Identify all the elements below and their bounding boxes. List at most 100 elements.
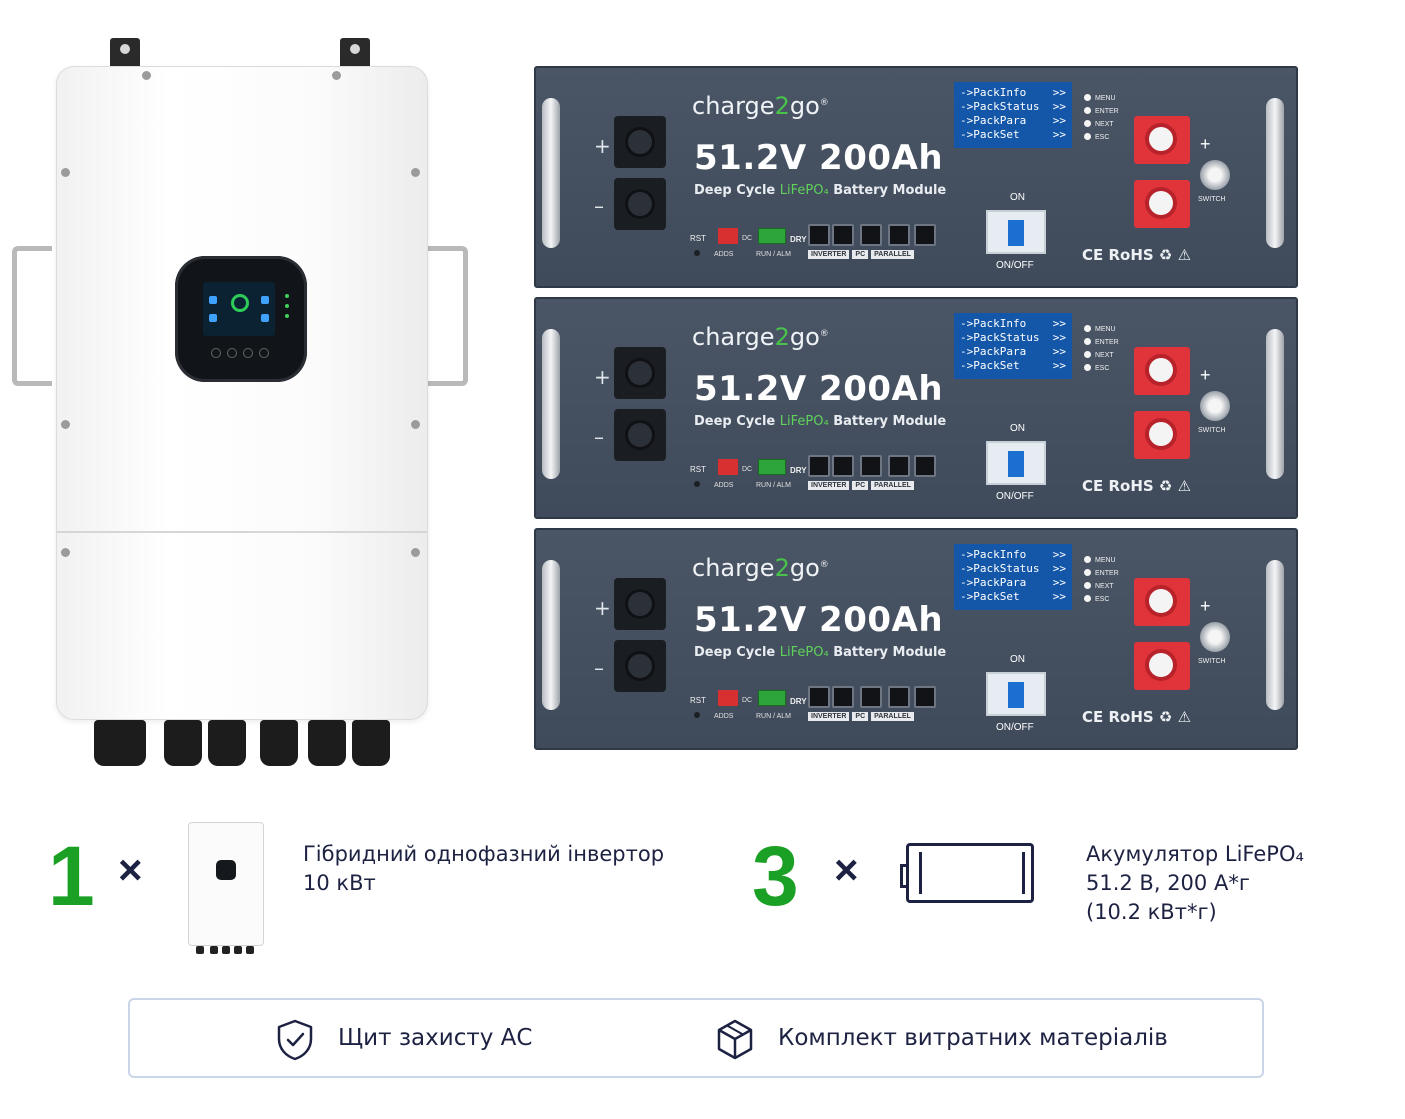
battery-module-1: + – charge2go® 51.2V 200Ah Deep Cycle Li… bbox=[534, 66, 1298, 288]
battery-handle bbox=[1266, 560, 1284, 710]
screw bbox=[142, 71, 151, 80]
battery-subtitle: Deep Cycle LiFePO₄ Battery Module bbox=[694, 645, 947, 660]
circuit-breaker bbox=[986, 441, 1046, 485]
box-package-icon bbox=[717, 1019, 753, 1060]
negative-terminal-label: + bbox=[594, 365, 611, 389]
screw bbox=[61, 168, 70, 177]
terminal-connector bbox=[614, 116, 666, 168]
terminal-connector bbox=[614, 347, 666, 399]
negative-terminal-label: – bbox=[594, 425, 604, 449]
battery-lcd-menu: ->PackInfo >> ->PackStatus >> ->PackPara… bbox=[954, 82, 1072, 148]
positive-label: + bbox=[1200, 596, 1211, 616]
address-dip-switch bbox=[718, 228, 738, 244]
screw bbox=[61, 420, 70, 429]
circuit-breaker bbox=[986, 210, 1046, 254]
comm-ports bbox=[808, 686, 944, 712]
reset-button bbox=[694, 481, 700, 487]
battery-capacity: 51.2V 200Ah bbox=[694, 138, 944, 178]
battery-thumbnail-icon bbox=[900, 843, 1034, 903]
inverter-body bbox=[56, 66, 428, 720]
screw bbox=[332, 71, 341, 80]
screw bbox=[411, 420, 420, 429]
battery-lcd-menu: ->PackInfo >> ->PackStatus >> ->PackPara… bbox=[954, 544, 1072, 610]
protection-label: Щит захисту АС bbox=[338, 1025, 533, 1051]
inverter-lcd bbox=[203, 282, 275, 336]
inverter-display-panel bbox=[175, 256, 307, 382]
on-label: ON bbox=[1010, 423, 1025, 434]
power-switch-button bbox=[1200, 160, 1230, 190]
rst-label: RST bbox=[690, 465, 706, 474]
battery-handle bbox=[1266, 329, 1284, 479]
address-dip-switch bbox=[718, 459, 738, 475]
dry-label: DRY bbox=[790, 235, 807, 244]
positive-terminal bbox=[1134, 180, 1190, 228]
inverter-description: Гібридний однофазний інвертор 10 кВт bbox=[303, 842, 665, 895]
positive-label: + bbox=[1200, 134, 1211, 154]
positive-terminal bbox=[1134, 347, 1190, 395]
battery-description: Акумулятор LiFePO₄ 51.2 В, 200 А*г (10.2… bbox=[1086, 842, 1304, 924]
dry-contact-port bbox=[758, 690, 786, 706]
negative-terminal-label: + bbox=[594, 596, 611, 620]
inverter-handle-right bbox=[428, 246, 468, 386]
battery-subtitle: Deep Cycle LiFePO₄ Battery Module bbox=[694, 183, 947, 198]
negative-terminal-label: + bbox=[594, 134, 611, 158]
run-alm-label: RUN / ALM bbox=[756, 482, 792, 489]
inverter-cover-split bbox=[56, 531, 428, 533]
terminal-connector bbox=[614, 178, 666, 230]
rst-label: RST bbox=[690, 696, 706, 705]
switch-label: SWITCH bbox=[1198, 196, 1226, 203]
terminal-connector bbox=[614, 409, 666, 461]
battery-capacity: 51.2V 200Ah bbox=[694, 369, 944, 409]
power-switch-button bbox=[1200, 622, 1230, 652]
certification-marks: CE RoHS ♻ ⚠ bbox=[1082, 246, 1192, 264]
extras-box: Щит захисту АС Комплект витратних матері… bbox=[128, 998, 1264, 1078]
dc-label: DC bbox=[742, 466, 753, 473]
dry-label: DRY bbox=[790, 697, 807, 706]
dc-label: DC bbox=[742, 235, 753, 242]
terminal-connector bbox=[614, 640, 666, 692]
comm-ports bbox=[808, 224, 944, 250]
inverter-handle-left bbox=[12, 246, 52, 386]
onoff-label: ON/OFF bbox=[996, 722, 1034, 733]
positive-label: + bbox=[1200, 365, 1211, 385]
comm-ports bbox=[808, 455, 944, 481]
battery-module-2: + – charge2go® 51.2V 200Ah Deep Cycle Li… bbox=[534, 297, 1298, 519]
brand-logo: charge2go® bbox=[692, 92, 829, 120]
certification-marks: CE RoHS ♻ ⚠ bbox=[1082, 708, 1192, 726]
multiply-icon: × bbox=[834, 846, 859, 893]
battery-handle bbox=[542, 560, 560, 710]
brand-logo: charge2go® bbox=[692, 323, 829, 351]
battery-quantity: 3 bbox=[752, 829, 799, 923]
address-label: ADDS bbox=[714, 251, 734, 258]
dry-contact-port bbox=[758, 459, 786, 475]
onoff-label: ON/OFF bbox=[996, 491, 1034, 502]
positive-terminal bbox=[1134, 411, 1190, 459]
positive-terminal bbox=[1134, 578, 1190, 626]
run-alm-label: RUN / ALM bbox=[756, 713, 792, 720]
address-dip-switch bbox=[718, 690, 738, 706]
dry-contact-port bbox=[758, 228, 786, 244]
negative-terminal-label: – bbox=[594, 656, 604, 680]
negative-terminal-label: – bbox=[594, 194, 604, 218]
reset-button bbox=[694, 712, 700, 718]
multiply-icon: × bbox=[118, 846, 143, 893]
address-label: ADDS bbox=[714, 713, 734, 720]
inverter-thumbnail-icon bbox=[186, 822, 268, 956]
reset-button bbox=[694, 250, 700, 256]
terminal-connector bbox=[614, 578, 666, 630]
battery-subtitle: Deep Cycle LiFePO₄ Battery Module bbox=[694, 414, 947, 429]
address-label: ADDS bbox=[714, 482, 734, 489]
run-alm-label: RUN / ALM bbox=[756, 251, 792, 258]
on-label: ON bbox=[1010, 192, 1025, 203]
inverter-image bbox=[12, 38, 472, 770]
battery-handle bbox=[542, 98, 560, 248]
power-switch-button bbox=[1200, 391, 1230, 421]
positive-terminal bbox=[1134, 642, 1190, 690]
battery-handle bbox=[1266, 98, 1284, 248]
